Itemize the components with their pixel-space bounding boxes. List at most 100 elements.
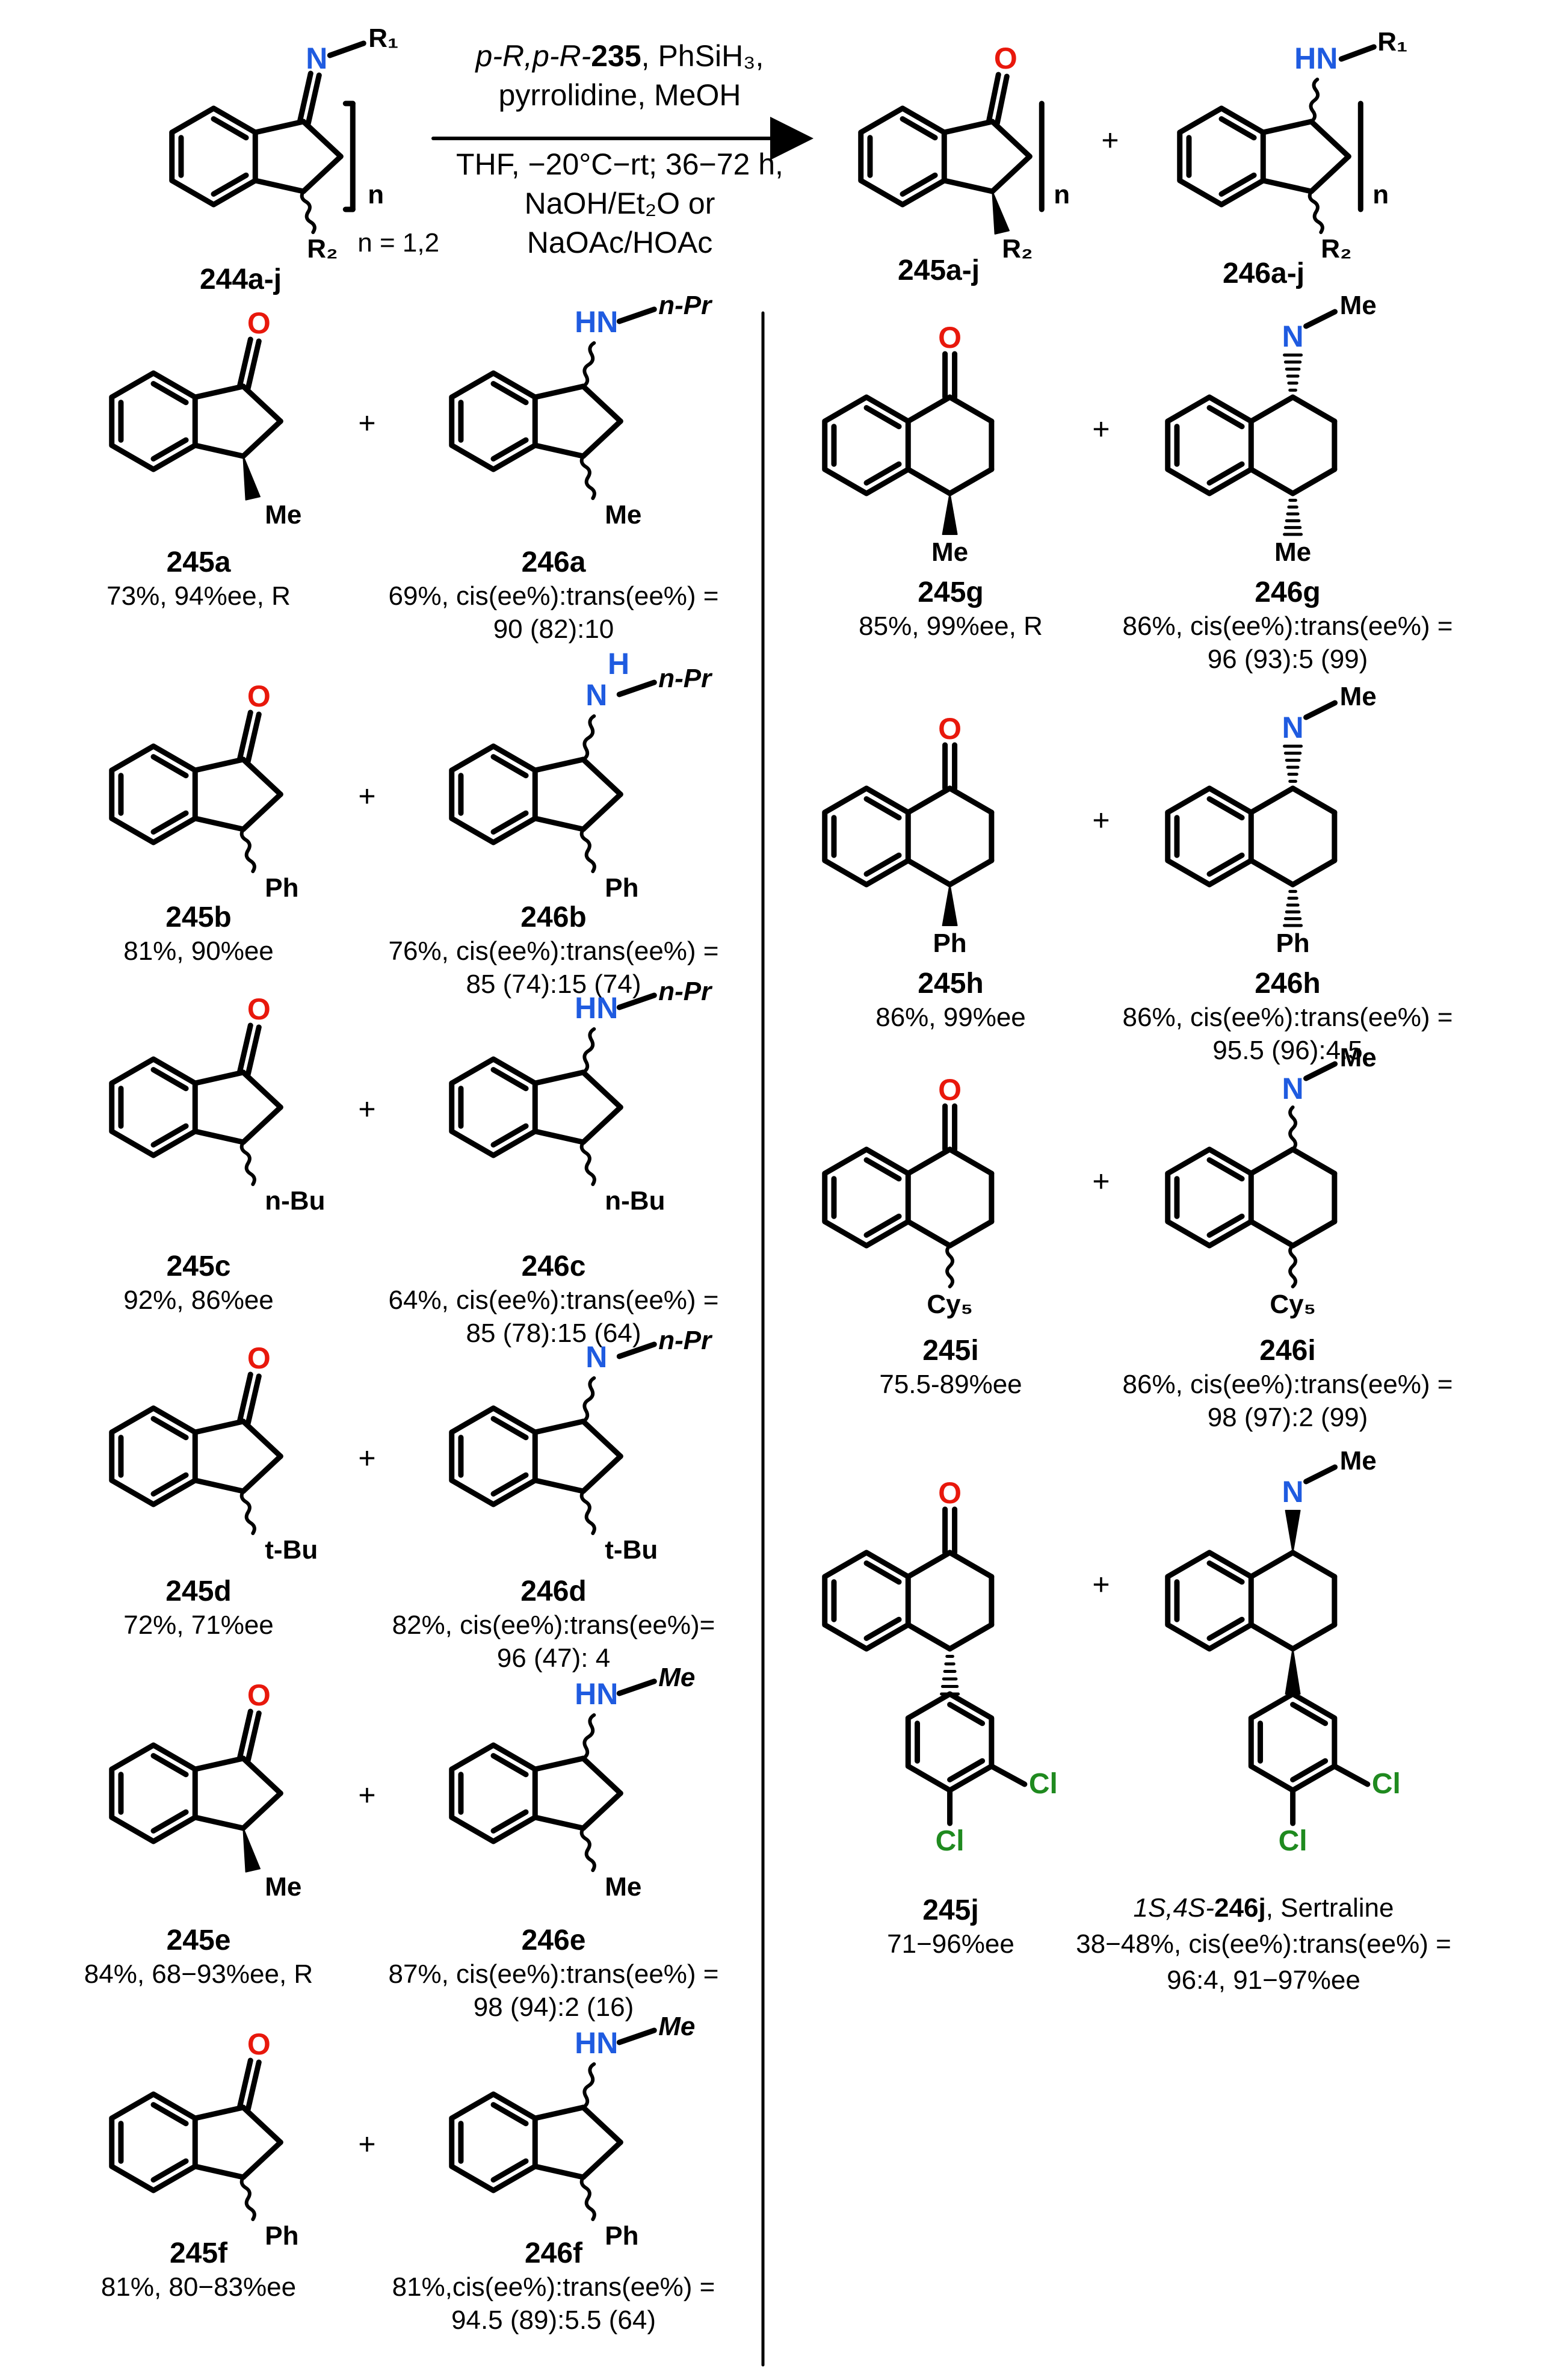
bond <box>1248 466 1296 496</box>
bond <box>1290 1550 1338 1580</box>
aromatic-double-bond <box>900 172 938 197</box>
ring-substituent: Ph <box>1276 929 1309 958</box>
aromatic-double-bond <box>150 1753 189 1778</box>
aromatic-double-bond <box>490 1809 529 1834</box>
tetralin-benzene-ring <box>1165 785 1254 888</box>
conditions-line4: NaOH/Et₂O or <box>525 187 715 220</box>
wavy-bond <box>1308 190 1324 234</box>
plus-sign: + <box>1092 803 1110 837</box>
oxygen-atom: O <box>247 679 271 713</box>
hashed-bond <box>1283 744 1303 783</box>
amine-result-line1: 38−48%, cis(ee%):trans(ee%) = <box>1076 1929 1451 1959</box>
bond <box>1248 858 1296 888</box>
ketone-result: 85%, 99%ee, R <box>859 611 1043 641</box>
ketone-label: 245d <box>165 1575 231 1607</box>
aromatic-double-bond <box>490 1472 529 1497</box>
n-substituent: Me <box>658 2012 695 2041</box>
plus-sign: + <box>1092 1164 1110 1198</box>
chlorine-atom: Cl <box>1029 1768 1058 1800</box>
wedge-bond <box>942 493 958 535</box>
ring-substituent: n-Bu <box>605 1186 665 1216</box>
aromatic-double-bond <box>900 116 938 141</box>
aromatic-double-bond <box>150 1809 189 1834</box>
bond <box>1290 1219 1338 1249</box>
reactant-benzene-ring <box>169 105 258 208</box>
amine-result-line2: 96:4, 91−97%ee <box>1167 1965 1360 1995</box>
bond <box>192 1128 246 1145</box>
wavy-bond <box>1309 78 1320 123</box>
amine-result-line1: 76%, cis(ee%):trans(ee%) = <box>389 936 719 966</box>
aromatic-double-bond <box>947 1758 986 1782</box>
ketone-result: 81%, 80−83%ee <box>101 2272 296 2302</box>
plus-sign: + <box>358 406 375 440</box>
amine-label: 246b <box>520 901 586 933</box>
bond <box>192 1755 246 1772</box>
bond <box>240 1453 283 1494</box>
aromatic-double-bond <box>150 754 189 779</box>
indane-benzene-ring <box>109 370 198 472</box>
oxygen-atom: O <box>938 1073 962 1107</box>
amine-result-line1: 87%, cis(ee%):trans(ee%) = <box>389 1959 719 1989</box>
carbonyl-bond <box>236 1708 253 1761</box>
amine-result-line1: 82%, cis(ee%):trans(ee%)= <box>392 1610 715 1640</box>
bond <box>1308 153 1351 194</box>
bond <box>192 1814 246 1831</box>
bond <box>1290 858 1338 888</box>
carbonyl-bond <box>236 709 253 762</box>
aromatic-double-bond <box>1290 1702 1329 1726</box>
n-methyl: Me <box>1340 291 1377 320</box>
ketone-result: 72%, 71%ee <box>123 1610 274 1640</box>
wavy-bond <box>579 1140 596 1186</box>
aromatic-double-bond <box>1206 796 1245 821</box>
bond <box>192 815 246 832</box>
amine-label: 1S,4S-246j, Sertraline <box>1134 1893 1394 1923</box>
n-substituent: n-Pr <box>658 664 713 693</box>
bond <box>947 785 995 815</box>
bond <box>1290 1146 1338 1176</box>
bond <box>905 466 953 496</box>
chloro-bond <box>1332 1763 1371 1787</box>
n-substituent-bond <box>616 306 657 324</box>
amine-result-line2: 95.5 (96):4.5 <box>1212 1036 1363 1065</box>
ketone-result: 81%, 90%ee <box>123 936 274 966</box>
bond <box>947 1550 995 1580</box>
bond <box>905 785 953 815</box>
n-substituent-bond <box>616 1341 657 1359</box>
aromatic-double-bond <box>490 2102 529 2127</box>
bond <box>532 2163 586 2180</box>
carbonyl-bond <box>245 711 262 764</box>
amine-label: 246h <box>1255 968 1320 1000</box>
bond <box>240 383 283 424</box>
imine-nitrogen: N <box>306 42 327 75</box>
aromatic-double-bond <box>1206 461 1245 486</box>
amine-result-line2: 85 (74):15 (74) <box>466 969 641 999</box>
wavy-bond <box>1288 1105 1298 1151</box>
bond <box>1248 394 1296 424</box>
bond <box>240 1104 283 1145</box>
indane-benzene-ring <box>449 1405 538 1507</box>
bond <box>532 2104 586 2121</box>
reactant-label: 244a-j <box>200 264 282 295</box>
n-substituent: Me <box>658 1663 695 1692</box>
amine-result-line2: 98 (94):2 (16) <box>474 1992 634 2022</box>
n-methyl: Me <box>1340 1043 1377 1072</box>
conditions-line2: pyrrolidine, MeOH <box>499 78 741 112</box>
bond <box>989 153 1033 194</box>
conditions-line3: THF, −20°C−rt; 36−72 h, <box>456 147 783 181</box>
bond <box>192 2163 246 2180</box>
n-methyl-bond <box>1303 700 1338 720</box>
ketone-label: 245a <box>167 546 231 578</box>
amine-nitrogen: N <box>585 1340 607 1374</box>
tetralin-benzene-ring <box>1165 394 1254 496</box>
amine-nitrogen: HN <box>575 1677 618 1711</box>
wavy-bond <box>239 827 256 873</box>
wavy-bond <box>579 2175 596 2221</box>
oxygen-atom: O <box>994 42 1017 75</box>
indane-benzene-ring <box>109 1405 198 1507</box>
r2-group: R₂ <box>307 234 338 264</box>
amine-result-line1: 69%, cis(ee%):trans(ee%) = <box>389 581 719 611</box>
aromatic-double-bond <box>150 1067 189 1092</box>
bond <box>989 119 1033 159</box>
bond <box>941 178 995 194</box>
bond <box>1290 1622 1338 1652</box>
